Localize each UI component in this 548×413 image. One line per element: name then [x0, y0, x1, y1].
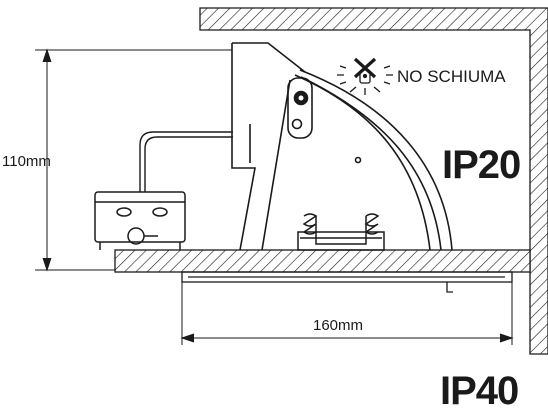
ceiling-and-wall: [199, 7, 548, 355]
pivot-screws: [287, 77, 313, 139]
width-dimension: [180, 282, 514, 345]
lower-trim: [181, 271, 513, 293]
luminaire-body: [231, 42, 453, 251]
ip-rating-upper: IP20: [442, 143, 520, 187]
height-dimension-label: 110mm: [2, 153, 51, 170]
lamp-holder: [297, 213, 385, 251]
ip-rating-lower: IP40: [440, 369, 518, 413]
power-cable: [139, 131, 233, 192]
junction-box: [94, 191, 186, 250]
no-foam-spray-icon: [337, 57, 393, 95]
height-dimension: [35, 48, 232, 272]
no-foam-warning-label: NO SCHIUMA: [397, 67, 506, 86]
width-dimension-label: 160mm: [313, 317, 363, 334]
false-ceiling-plate: [114, 249, 531, 273]
